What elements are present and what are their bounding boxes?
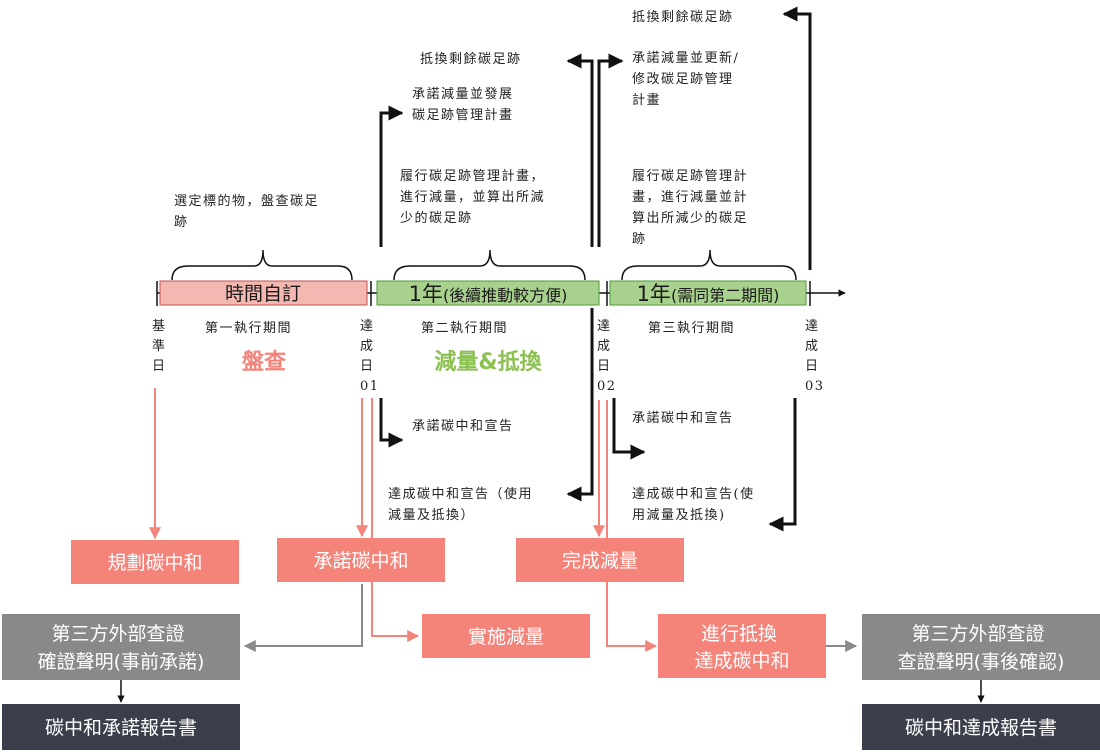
arrow-01-to-implement — [371, 398, 420, 642]
note-perform-plan-3: 履行碳足跡管理計 畫，進行減量並計 算出所減少的碳足 跡 — [632, 168, 754, 247]
note-offset-2: 抵換剩餘碳足跡 — [420, 51, 522, 67]
phase-inventory: 盤查 — [242, 349, 286, 375]
arrow-02-to-achieve-declaration — [566, 308, 594, 502]
arrow-02-to-offset-box — [606, 400, 658, 652]
note-commit-declaration-1: 承諾碳中和宣告 — [412, 418, 514, 434]
box-verify-post — [862, 614, 1100, 680]
period-bar-2-label: 1年(後續推動較方便) — [409, 282, 568, 306]
brace-period-1 — [171, 249, 353, 281]
note-select-target: 選定標的物，盤查碳足 跡 — [174, 193, 325, 230]
box-implement-reduction — [422, 614, 590, 658]
label-reach-date-01: 達 成 日 01 — [360, 319, 380, 394]
phase-reduce-offset: 減量&抵換 — [434, 349, 542, 375]
box-verify-pre — [2, 614, 240, 680]
arrow-03-to-achieve-declaration — [768, 398, 797, 532]
label-period-1: 第一執行期間 — [205, 320, 292, 336]
box-verify-post-label: 第三方外部查證 查證聲明(事後確認) — [898, 623, 1065, 673]
brace-period-3 — [621, 249, 797, 281]
box-plan-carbon-neutral-label: 規劃碳中和 — [107, 552, 202, 574]
arrow-02-to-offset — [566, 53, 594, 247]
arrow-01-to-commit-declaration — [379, 398, 404, 448]
label-period-2: 第二執行期間 — [421, 320, 508, 336]
box-complete-reduction — [516, 538, 684, 582]
arrow-03-to-offset — [782, 6, 812, 270]
note-commit-declaration-2: 承諾碳中和宣告 — [632, 410, 734, 426]
period-bar-2 — [376, 280, 600, 306]
arrow-02-to-commit-declaration-2 — [612, 398, 646, 460]
note-offset-3: 抵換剩餘碳足跡 — [632, 9, 734, 25]
label-period-3: 第三執行期間 — [648, 320, 735, 336]
box-commit-carbon-neutral-label: 承諾碳中和 — [313, 550, 408, 572]
label-baseline-date: 基 準 日 — [152, 319, 172, 374]
arrow-02-to-commit-plan-3 — [597, 53, 624, 247]
box-report-commit-label: 碳中和承諾報告書 — [45, 717, 197, 739]
box-report-commit — [2, 704, 240, 750]
label-reach-date-03: 達 成 日 03 — [805, 319, 825, 394]
box-plan-carbon-neutral — [71, 540, 239, 584]
period-bar-1-label: 時間自訂 — [225, 283, 301, 305]
box-report-achieve — [862, 704, 1100, 750]
period-bar-1 — [159, 280, 368, 306]
box-report-achieve-label: 碳中和達成報告書 — [905, 717, 1057, 739]
box-commit-carbon-neutral — [277, 538, 445, 582]
period-bar-3-label: 1年(需同第二期間) — [637, 282, 780, 306]
note-perform-plan-2: 履行碳足跡管理計畫， 進行減量，並算出所減 少的碳足跡 — [400, 168, 551, 226]
box-offset-achieve-label: 進行抵換 達成碳中和 — [694, 623, 789, 672]
box-offset-achieve — [658, 614, 826, 678]
arrow-01-to-commit-plan — [379, 105, 404, 247]
arrow-commit-to-verify-pre — [243, 584, 363, 652]
brace-period-2 — [393, 249, 586, 281]
period-bar-3 — [609, 280, 807, 306]
note-commit-plan-3: 承諾減量並更新/ 修改碳足跡管理 計畫 — [632, 50, 745, 108]
box-complete-reduction-label: 完成減量 — [562, 550, 638, 572]
note-achieve-declaration-1: 達成碳中和宣告（使用 減量及抵換） — [388, 486, 539, 523]
note-commit-plan-2: 承諾減量並發展 碳足跡管理計畫 — [412, 86, 519, 123]
box-verify-pre-label: 第三方外部查證 確證聲明(事前承諾) — [38, 623, 205, 673]
label-reach-date-02: 達 成 日 02 — [597, 319, 617, 394]
note-achieve-declaration-2: 達成碳中和宣告(使 用減量及抵換) — [632, 486, 760, 523]
box-implement-reduction-label: 實施減量 — [468, 626, 544, 648]
